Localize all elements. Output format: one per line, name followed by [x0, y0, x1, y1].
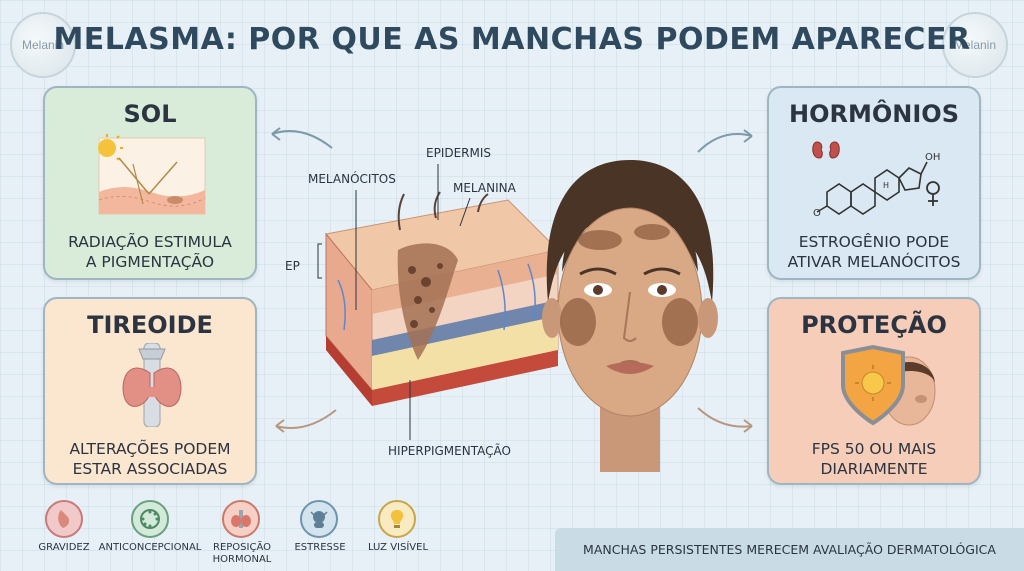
- card-hormonios-text-1: ESTROGÊNIO PODE: [798, 233, 950, 251]
- card-hormonios: HORMÔNIOS O OH H ESTROGÊNIO PODE ATIVAR …: [767, 86, 981, 280]
- footer-text: MANCHAS PERSISTENTES MERECEM AVALIAÇÃO D…: [583, 542, 996, 557]
- thyroid-gland-icon: [122, 343, 182, 427]
- trigger-label-estresse: ESTRESSE: [294, 542, 346, 553]
- sunscreen-shield-icon: [841, 344, 936, 426]
- melanin-molecule-right-icon: Melanin: [942, 12, 1008, 78]
- card-hormonios-text-2: ATIVAR MELANÓCITOS: [787, 253, 961, 271]
- card-protecao-text-1: FPS 50 OU MAIS: [811, 440, 937, 458]
- trigger-label-reposicao: REPOSIÇÃO: [213, 542, 271, 553]
- footer-banner: MANCHAS PERSISTENTES MERECEM AVALIAÇÃO D…: [555, 528, 1024, 571]
- card-sol-text-1: RADIAÇÃO ESTIMULA: [68, 233, 232, 251]
- card-protecao: PROTEÇÃO FPS 50 OU MAIS DIARIAMENTE: [767, 297, 981, 485]
- melanin-molecule-left-icon: Melanin: [10, 12, 76, 78]
- label-ep: EP: [285, 259, 300, 273]
- arrow-tireoide-icon: [275, 409, 337, 433]
- lightbulb-icon: [378, 500, 416, 538]
- woman-face-illustration: [542, 160, 718, 472]
- stress-head-icon: [300, 500, 338, 538]
- trigger-label-hormonal: HORMONAL: [212, 554, 272, 565]
- skin-cross-section-diagram: [325, 191, 560, 406]
- sun-skin-icon: [98, 134, 206, 215]
- oh-label: OH: [925, 152, 940, 163]
- page-title: MELASMA: POR QUE AS MANCHAS PODEM APAREC…: [53, 22, 971, 57]
- card-tireoide-text-2: ESTAR ASSOCIADAS: [72, 460, 228, 478]
- trigger-label-luz-visivel: LUZ VISÍVEL: [367, 542, 429, 553]
- card-protecao-title: PROTEÇÃO: [801, 311, 947, 339]
- trigger-label-gravidez: GRAVIDEZ: [38, 542, 90, 553]
- o-label: O: [813, 208, 821, 218]
- card-tireoide: TIREOIDE ALTERAÇÕES PODEM ESTAR ASSOCIAD…: [43, 297, 257, 485]
- card-sol-title: SOL: [123, 100, 177, 128]
- card-sol: SOL RADIAÇÃO ESTIMULA A PIGMENTAÇÃO: [43, 86, 257, 280]
- pill-pack-icon: [131, 500, 169, 538]
- pregnancy-icon: [45, 500, 83, 538]
- card-hormonios-title: HORMÔNIOS: [789, 100, 959, 128]
- skin-label-leaders: [317, 164, 471, 440]
- label-melanina: MELANINA: [453, 181, 516, 195]
- molecule-label-left: Melanin: [21, 38, 65, 52]
- thyroid-icon: [222, 500, 260, 538]
- triggers-row: GRAVIDEZ ANTICONCEPCIONAL REPOSIÇÃO HORM…: [0, 496, 540, 571]
- estrogen-molecule-icon: O OH H: [812, 141, 940, 218]
- label-melanocitos: MELANÓCITOS: [308, 172, 396, 186]
- card-tireoide-text-1: ALTERAÇÕES PODEM: [69, 440, 231, 458]
- arrow-protecao-icon: [697, 407, 753, 433]
- h-label: H: [883, 181, 889, 190]
- arrow-hormonios-icon: [697, 129, 753, 153]
- molecule-label-right: Melanin: [953, 38, 997, 52]
- label-epidermis: EPIDERMIS: [426, 146, 492, 160]
- label-hiperpigmentacao: HIPERPIGMENTAÇÃO: [388, 444, 511, 458]
- trigger-label-anticoncepcional: ANTICONCEPCIONAL: [98, 542, 202, 553]
- card-tireoide-title: TIREOIDE: [87, 311, 213, 339]
- arrow-sol-icon: [271, 127, 333, 149]
- card-protecao-text-2: DIARIAMENTE: [820, 460, 928, 478]
- card-sol-text-2: A PIGMENTAÇÃO: [85, 253, 215, 271]
